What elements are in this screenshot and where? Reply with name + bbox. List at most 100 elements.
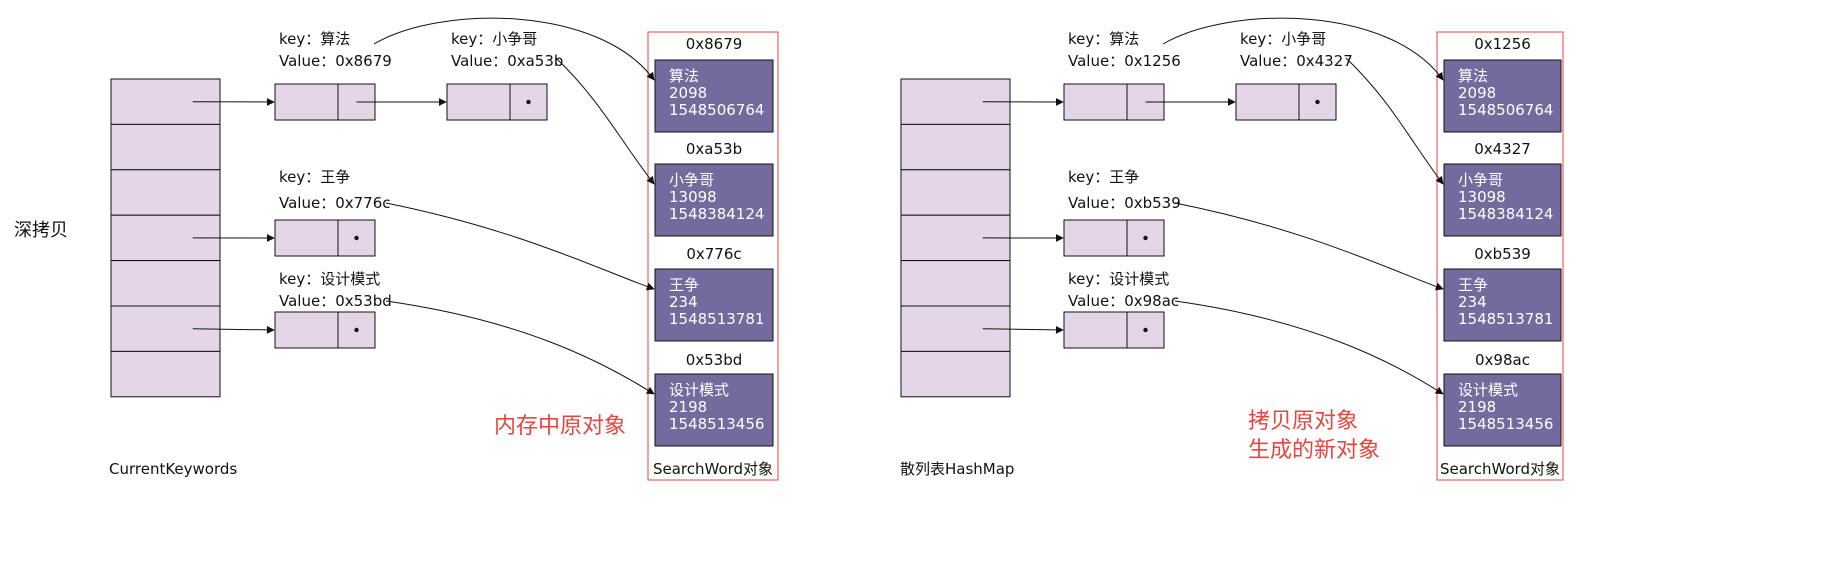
object-box: [654, 268, 774, 342]
object-box: [1443, 373, 1562, 447]
object-field: 2198: [669, 398, 707, 416]
object-field: 1548513456: [669, 415, 764, 433]
object-field: 234: [1458, 293, 1487, 311]
table-bucket: [900, 260, 1011, 307]
searchword-container-frame: [1436, 31, 1564, 481]
object-address: 0xa53b: [686, 140, 742, 158]
null-pointer-dot: [354, 327, 359, 333]
object-field: 算法: [669, 67, 699, 85]
reference-arrow: [385, 202, 655, 291]
annotation-text: 拷贝原对象: [1248, 409, 1358, 434]
object-field: 1548513781: [1458, 310, 1553, 328]
entry-value-label: Value：0x4327: [1240, 52, 1353, 70]
entry-key-label: key：小争哥: [1240, 30, 1326, 48]
container-label: SearchWord对象: [653, 460, 773, 478]
entry-node: [1063, 311, 1165, 349]
reference-arrow: [555, 57, 655, 185]
object-box: [654, 373, 774, 447]
searchword-container-frame: [647, 31, 779, 481]
object-field: 1548506764: [669, 101, 764, 119]
node-key-cell: [1063, 219, 1165, 257]
reference-arrow: [1345, 57, 1444, 185]
object-field: 2198: [1458, 398, 1496, 416]
node-key-cell: [274, 219, 376, 257]
object-address: 0x776c: [686, 245, 741, 263]
entry-node: [446, 83, 548, 121]
null-pointer-dot: [1143, 235, 1148, 241]
null-pointer-dot: [1315, 99, 1320, 105]
node-key-cell: [274, 311, 376, 349]
bucket-pointer-arrow: [982, 325, 1064, 334]
entry-key-label: key：算法: [1068, 30, 1139, 48]
object-box: [654, 163, 774, 237]
container-label: SearchWord对象: [1440, 460, 1560, 478]
object-field: 1548506764: [1458, 101, 1553, 119]
entry-value-label: Value：0x776c: [279, 194, 391, 212]
panel-right: 散列表HashMap key：算法 Value：0x1256 key：小争哥 Value…: [900, 17, 1564, 481]
entry-key-label: key：王争: [279, 168, 350, 186]
entry-node: [274, 311, 376, 349]
reference-arrow: [1174, 202, 1444, 291]
entry-value-label: Value：0x98ac: [1068, 292, 1179, 310]
null-pointer-dot: [1143, 327, 1148, 333]
entry-node: [1235, 83, 1337, 121]
entry-value-label: Value：0x1256: [1068, 52, 1181, 70]
object-field: 1548384124: [669, 205, 764, 223]
reference-arrow: [1162, 17, 1444, 81]
table-bucket: [110, 350, 221, 398]
object-field: 算法: [1458, 67, 1488, 85]
entry-value-label: Value：0xa53b: [451, 52, 563, 70]
bucket-pointer-arrow: [192, 325, 275, 334]
panel-left: CurrentKeywordskey：算法Value：0x8679key：小争哥…: [109, 17, 779, 481]
entry-key-label: key：小争哥: [451, 30, 537, 48]
object-field: 设计模式: [1458, 381, 1518, 399]
object-field: 234: [669, 293, 698, 311]
entry-key-label: key：设计模式: [279, 270, 380, 288]
side-label: 深拷贝: [14, 220, 68, 241]
reference-arrow: [1174, 300, 1444, 395]
hash-table: [110, 78, 221, 398]
object-address: 0x4327: [1474, 140, 1531, 158]
object-field: 1548513781: [669, 310, 764, 328]
object-box: [1443, 268, 1562, 342]
entry-value-label: Value：0x53bd: [279, 292, 392, 310]
entry-value-label: Value：0x8679: [279, 52, 392, 70]
object-address: 0x1256: [1474, 35, 1531, 53]
entry-key-label: key：设计模式: [1068, 270, 1169, 288]
object-field: 13098: [669, 188, 717, 206]
annotation-text: 内存中原对象: [494, 414, 626, 439]
entry-node: [1063, 219, 1165, 257]
node-key-cell: [1235, 83, 1337, 121]
object-address: 0x8679: [686, 35, 743, 53]
object-box: [1443, 163, 1562, 237]
table-label: 散列表HashMap: [900, 460, 1014, 478]
object-field: 13098: [1458, 188, 1506, 206]
object-field: 设计模式: [669, 381, 729, 399]
object-address: 0x98ac: [1475, 351, 1530, 369]
object-field: 2098: [1458, 84, 1496, 102]
table-bucket: [110, 169, 221, 216]
object-address: 0x53bd: [686, 351, 743, 369]
reference-arrow: [373, 17, 655, 81]
object-field: 1548384124: [1458, 205, 1553, 223]
reference-arrow: [385, 300, 655, 395]
annotation-text: 生成的新对象: [1248, 438, 1380, 463]
object-address: 0xb539: [1474, 245, 1531, 263]
table-bucket: [110, 123, 221, 171]
table-label: CurrentKeywords: [109, 460, 237, 478]
entry-value-label: Value：0xb539: [1068, 194, 1181, 212]
object-box: [654, 59, 774, 133]
node-key-cell: [446, 83, 548, 121]
object-field: 小争哥: [1458, 171, 1503, 189]
entry-node: [274, 219, 376, 257]
null-pointer-dot: [354, 235, 359, 241]
object-field: 王争: [669, 276, 699, 294]
